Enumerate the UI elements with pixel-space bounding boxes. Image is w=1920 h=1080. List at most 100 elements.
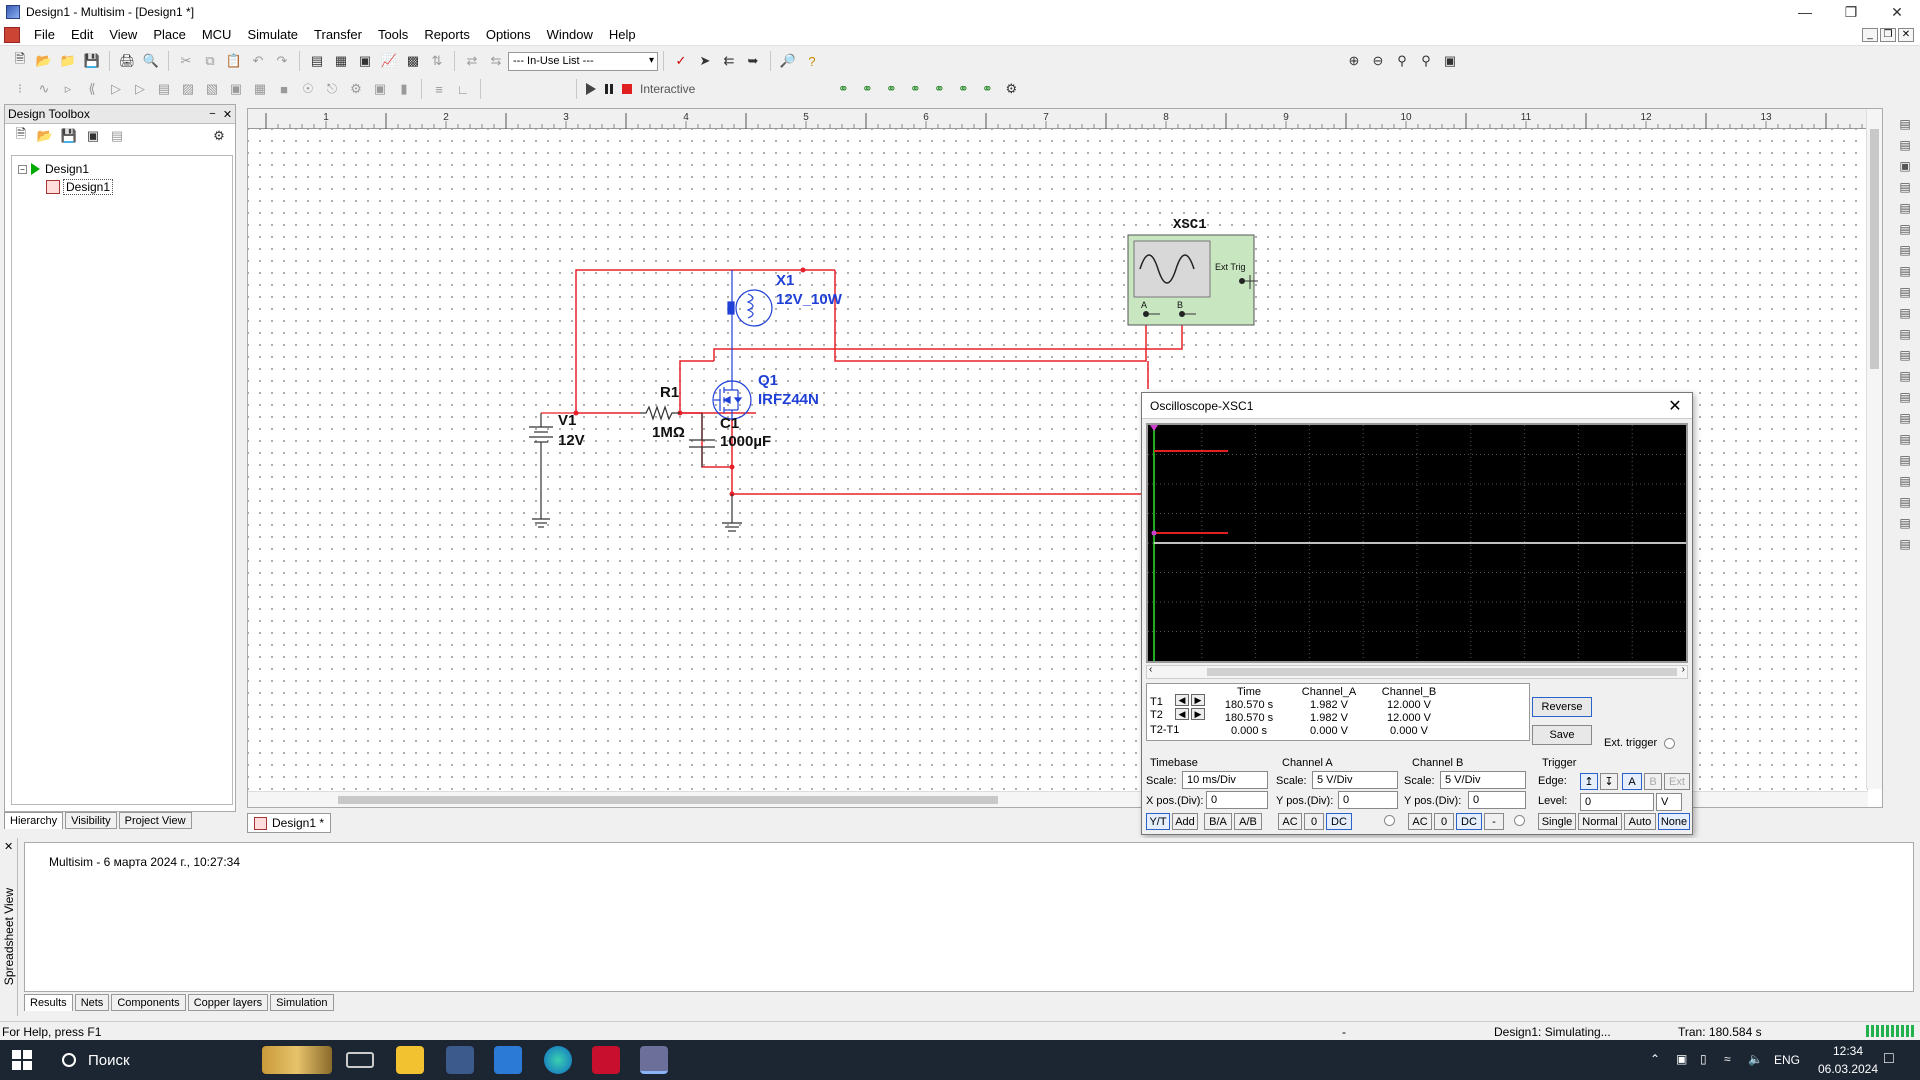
toolbox-save-icon[interactable]: 💾: [60, 128, 78, 143]
r1-resistor-symbol[interactable]: [640, 405, 680, 421]
tray-wifi-icon[interactable]: ≈: [1724, 1052, 1731, 1066]
channel-b-ypos-field[interactable]: 0: [1468, 791, 1526, 809]
database-icon[interactable]: ▣: [358, 53, 372, 68]
falling-edge-icon[interactable]: ↧: [1600, 773, 1618, 790]
bode-plotter-icon[interactable]: ▤: [1899, 222, 1911, 236]
frequency-counter-icon[interactable]: ▤: [1899, 243, 1911, 257]
zoom-sheet-icon[interactable]: ⚲: [1421, 53, 1431, 68]
taskbar-search[interactable]: Поиск: [50, 1040, 260, 1080]
word-generator-icon[interactable]: ▤: [1899, 264, 1911, 278]
save-icon[interactable]: 💾: [83, 53, 101, 68]
yt-mode-button[interactable]: Y/T: [1146, 813, 1170, 830]
t2-left-arrow-icon[interactable]: ◀: [1175, 708, 1189, 720]
notifications-icon[interactable]: □: [1884, 1050, 1894, 1067]
tray-battery-icon[interactable]: ▯: [1700, 1052, 1707, 1066]
menu-simulate[interactable]: Simulate: [247, 27, 299, 42]
task-view-icon[interactable]: [346, 1052, 374, 1068]
q1-mosfet-symbol[interactable]: [712, 380, 752, 420]
probe-digital-icon[interactable]: ⚭: [957, 81, 969, 96]
place-connector-icon[interactable]: ▮: [400, 81, 408, 96]
menu-view[interactable]: View: [109, 27, 138, 42]
find-examples-icon[interactable]: 🔎: [779, 53, 797, 68]
reverse-button[interactable]: Reverse: [1532, 697, 1592, 717]
v1-battery-symbol[interactable]: [529, 412, 576, 528]
wires[interactable]: [575, 269, 1183, 495]
place-mcu-icon[interactable]: ▣: [373, 81, 387, 96]
channel-b-ac-button[interactable]: AC: [1408, 813, 1432, 830]
open-sample-icon[interactable]: 📁: [59, 53, 77, 68]
trigger-source-b[interactable]: B: [1644, 773, 1662, 790]
back-annotate-icon[interactable]: ⇄: [466, 53, 478, 68]
print-preview-icon[interactable]: 🔍: [142, 53, 160, 68]
mdi-restore-button[interactable]: ❐: [1880, 27, 1896, 42]
tray-time[interactable]: 12:34: [1832, 1044, 1864, 1058]
toolbox-close-doc-icon[interactable]: ▣: [86, 128, 100, 143]
menu-mcu[interactable]: MCU: [201, 27, 232, 42]
oscilloscope-icon[interactable]: ▤: [1899, 180, 1911, 194]
place-electromech-icon[interactable]: ⚙: [350, 81, 362, 96]
ab-mode-button[interactable]: A/B: [1234, 813, 1262, 830]
tray-language[interactable]: ENG: [1774, 1053, 1801, 1067]
place-power-icon[interactable]: ▦: [253, 81, 267, 96]
menu-edit[interactable]: Edit: [70, 27, 94, 42]
tray-date[interactable]: 06.03.2024: [1817, 1062, 1879, 1076]
agilent-generator-icon[interactable]: ▤: [1899, 411, 1911, 425]
place-diode-icon[interactable]: ▹: [64, 81, 72, 96]
probe-power-icon[interactable]: ⚭: [885, 81, 897, 96]
multisim-taskbar-icon[interactable]: [640, 1046, 668, 1074]
tab-simulation[interactable]: Simulation: [270, 994, 334, 1011]
edge-browser-icon[interactable]: [544, 1046, 572, 1074]
acrobat-icon[interactable]: [592, 1046, 620, 1074]
trigger-single-button[interactable]: Single: [1538, 813, 1576, 830]
cursor-t1-handle[interactable]: [1150, 425, 1158, 431]
place-source-icon[interactable]: ⁝: [17, 81, 23, 96]
probe-ref-icon[interactable]: ⚭: [981, 81, 993, 96]
menu-help[interactable]: Help: [608, 27, 636, 42]
place-misc-icon[interactable]: ■: [280, 81, 288, 97]
help-icon[interactable]: ?: [808, 53, 816, 69]
results-pane[interactable]: Multisim - 6 марта 2024 г., 10:27:34: [24, 842, 1914, 992]
place-rf-icon[interactable]: ⎋: [326, 81, 338, 96]
mdi-minimize-button[interactable]: _: [1862, 27, 1878, 42]
export-icon[interactable]: ➥: [747, 53, 759, 68]
erc-icon[interactable]: ✓: [675, 53, 687, 68]
menu-transfer[interactable]: Transfer: [314, 27, 362, 42]
canvas-vertical-scrollbar[interactable]: [1866, 109, 1882, 789]
mdi-close-button[interactable]: ✕: [1898, 27, 1914, 42]
cut-icon[interactable]: ✂: [180, 53, 192, 68]
copy-icon[interactable]: ⧉: [205, 53, 215, 68]
postprocessor-icon[interactable]: ▩: [406, 53, 420, 68]
channel-a-ac-button[interactable]: AC: [1278, 813, 1302, 830]
wattmeter-icon[interactable]: ▣: [1899, 159, 1911, 173]
in-use-list-dropdown[interactable]: --- In-Use List ---: [508, 51, 658, 71]
add-mode-button[interactable]: Add: [1172, 813, 1198, 830]
menu-options[interactable]: Options: [485, 27, 531, 42]
menu-window[interactable]: Window: [546, 27, 593, 42]
microsoft-store-icon[interactable]: [446, 1046, 474, 1074]
pause-simulation-icon[interactable]: [600, 80, 618, 98]
channel-b-scale-field[interactable]: 5 V/Div: [1440, 771, 1526, 789]
channel-b-dc-button[interactable]: DC: [1456, 813, 1482, 830]
agilent-scope-icon[interactable]: ▤: [1899, 453, 1911, 467]
probe-diff-voltage-icon[interactable]: ⚭: [909, 81, 921, 96]
probe-settings-icon[interactable]: ⚙: [1005, 81, 1018, 96]
mail-icon[interactable]: [494, 1046, 522, 1074]
distortion-analyzer-icon[interactable]: ▤: [1899, 348, 1911, 362]
logic-converter-icon[interactable]: ▤: [1899, 285, 1911, 299]
probe-voltage-icon[interactable]: ⚭: [837, 81, 849, 96]
menu-file[interactable]: File: [34, 27, 55, 42]
tab-visibility[interactable]: Visibility: [65, 812, 117, 829]
place-ttl-icon[interactable]: ▷: [135, 81, 145, 96]
tab-nets[interactable]: Nets: [74, 994, 110, 1011]
place-digital-icon[interactable]: ▨: [181, 81, 195, 96]
spreadsheet-icon[interactable]: ▦: [334, 53, 348, 68]
ext-trigger-terminal[interactable]: [1664, 738, 1675, 749]
channel-b-minus-button[interactable]: -: [1484, 813, 1504, 830]
multimeter-icon[interactable]: ▤: [1899, 117, 1911, 131]
iv-analyzer-icon[interactable]: ▤: [1899, 327, 1911, 341]
canvas-document-tab[interactable]: Design1 *: [247, 813, 332, 833]
place-indicator-icon[interactable]: ▣: [229, 81, 243, 96]
place-basic-icon[interactable]: ∿: [38, 81, 50, 96]
tab-project-view[interactable]: Project View: [118, 812, 192, 829]
